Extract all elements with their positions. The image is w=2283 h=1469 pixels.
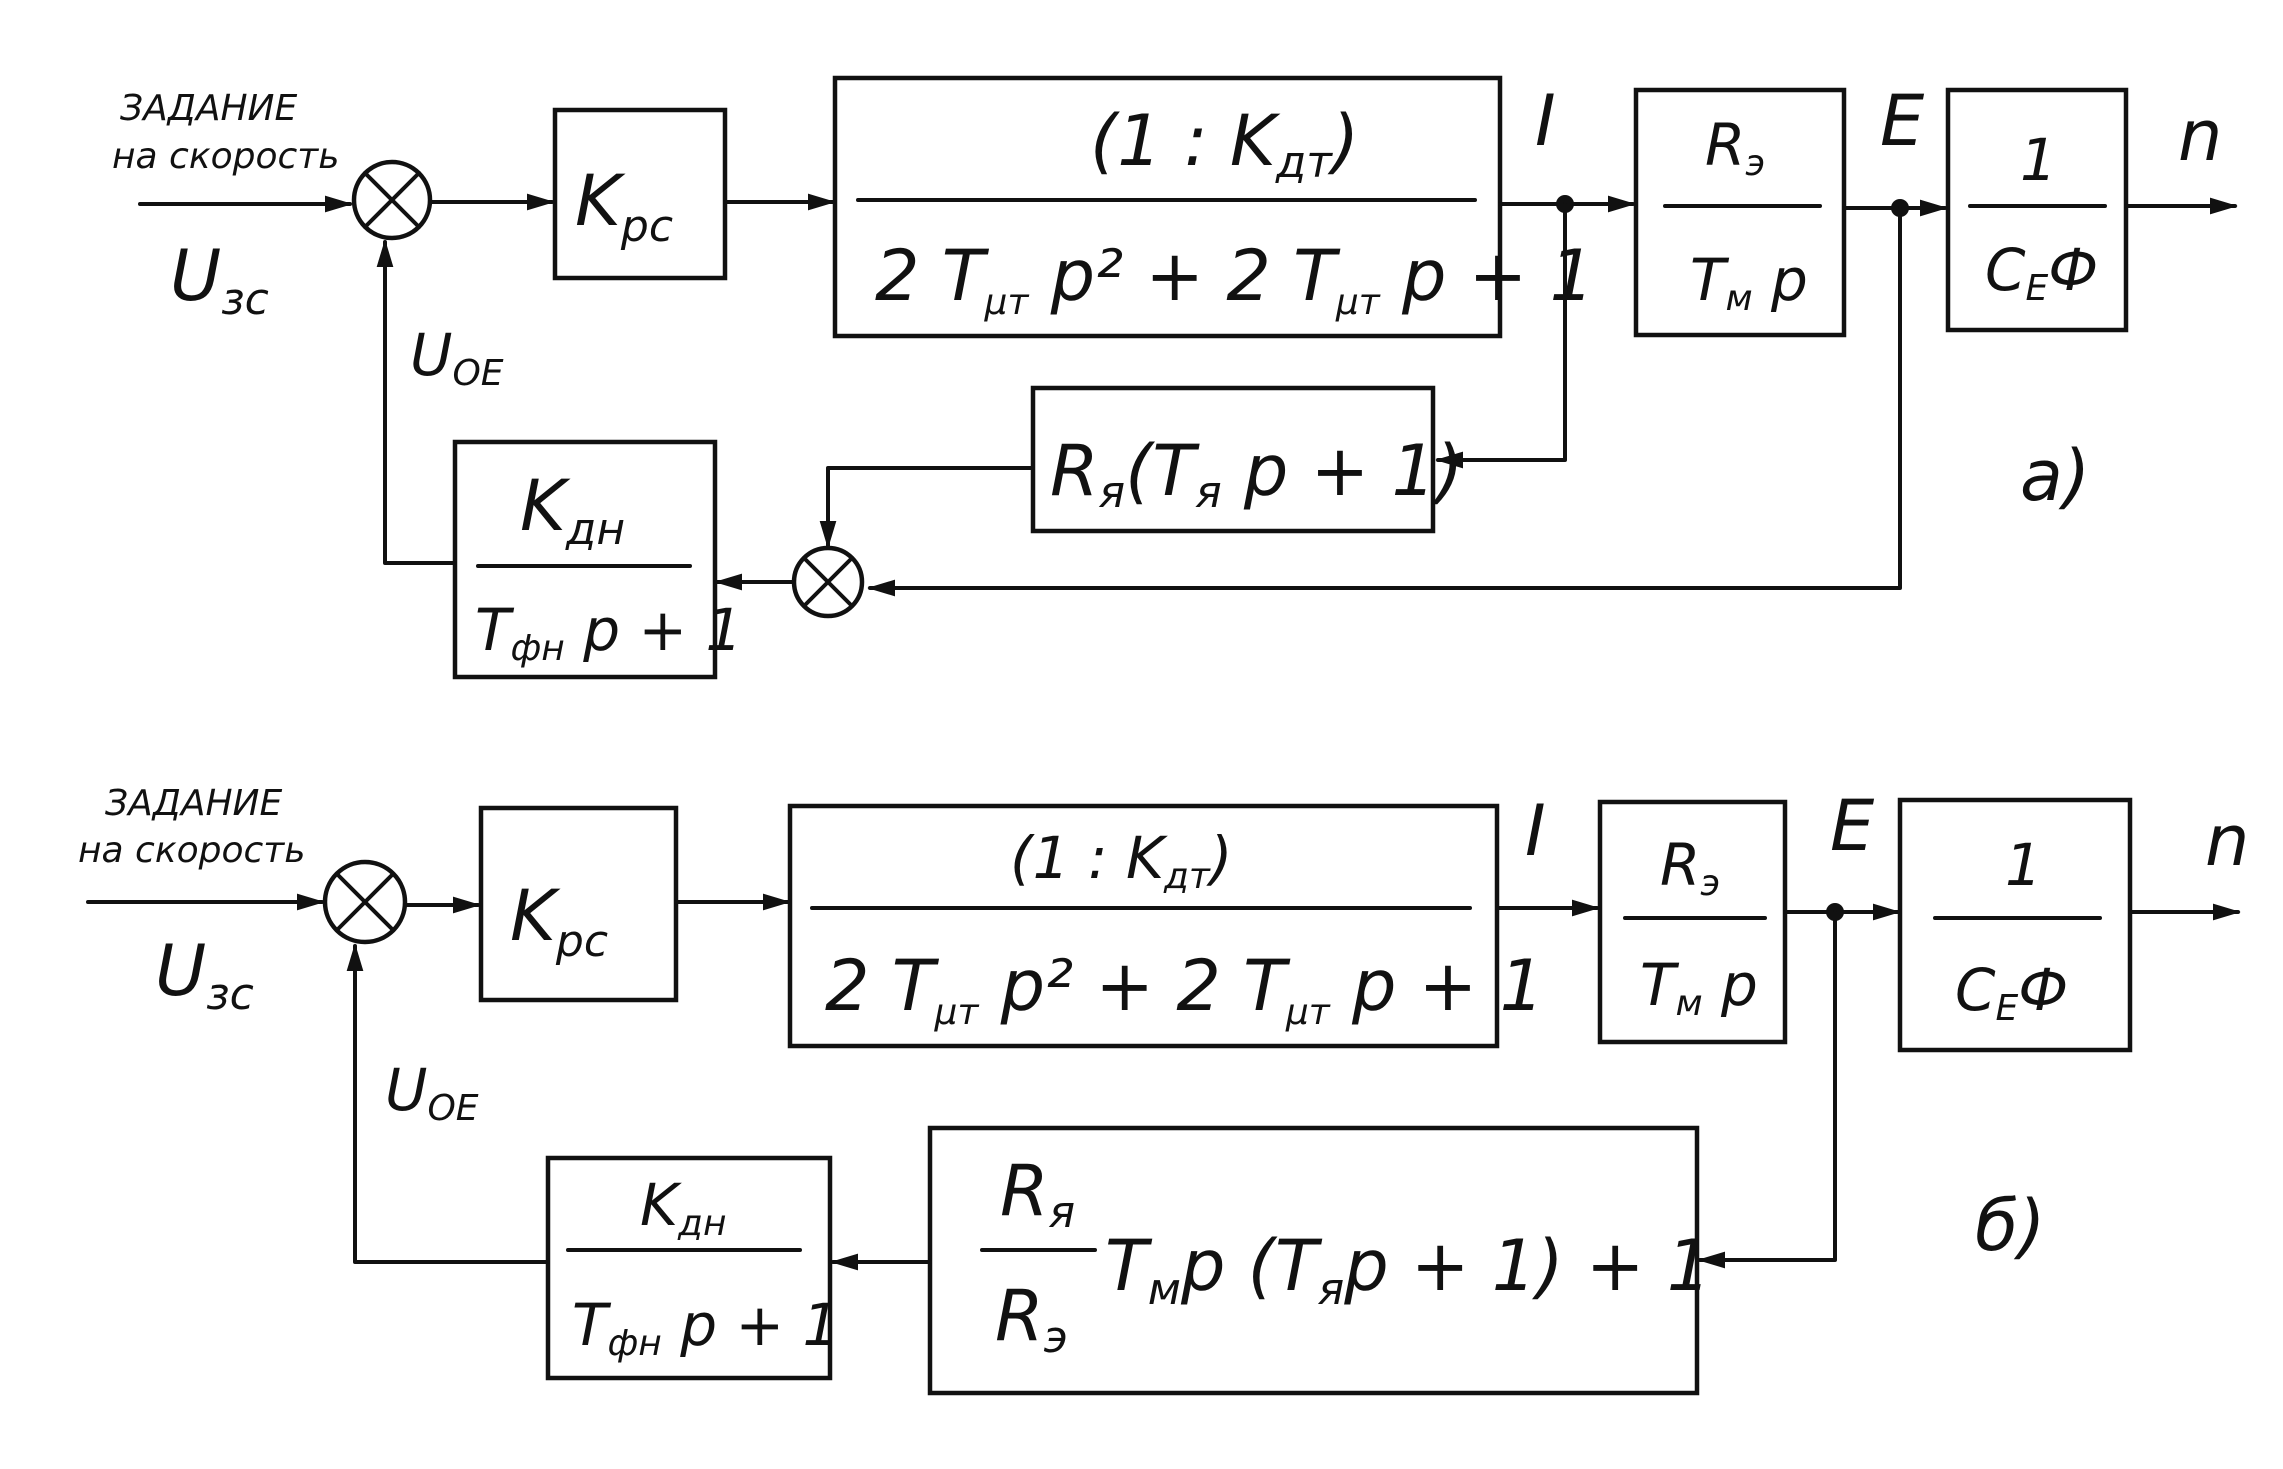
summing-junction-a-2 [791, 545, 865, 619]
svg-text:2 Tμт p² + 2 Tμт p + 1: 2 Tμт p² + 2 Tμт p + 1 [825, 945, 1544, 1033]
diagram-b: ЗАДАНИЕ на скорость Uзс UOE Kpc (1 : Kдт… [78, 783, 2249, 1396]
ra-block-a: Rя(Tя p + 1) [1030, 385, 1463, 534]
svg-text:2 Tμт p² + 2 Tμт p + 1: 2 Tμт p² + 2 Tμт p + 1 [875, 235, 1594, 323]
svg-text:Kpc: Kpc [510, 875, 608, 967]
svg-text:Kpc: Kpc [575, 160, 673, 252]
svg-text:Tм p: Tм p [1640, 951, 1758, 1024]
svg-text:Rэ: Rэ [1705, 111, 1765, 184]
feedback-kdn-line-a [376, 239, 457, 565]
svg-text:Tфн p + 1: Tфн p + 1 [475, 596, 742, 669]
svg-text:Rэ: Rэ [1660, 831, 1720, 904]
re-block-b: Rэ Tм p [1597, 799, 1788, 1045]
svg-text:Tфн p + 1: Tфн p + 1 [572, 1291, 839, 1364]
feedback-signal-a: UOE [410, 321, 504, 394]
svg-text:Rя: Rя [1000, 1150, 1075, 1238]
svg-text:Kдн: Kдн [640, 1171, 726, 1244]
diagram-a: ЗАДАНИЕ на скорость Uзс UOE Kpc (1 : Kдт… [112, 75, 2238, 680]
output-label-a: n [2178, 95, 2222, 177]
input-label-a-1: ЗАДАНИЕ [120, 88, 297, 129]
big-block-b: Rя Rэ Tмp (Tяp + 1) + 1 [927, 1125, 1711, 1396]
feedback-kdn-line-b [346, 943, 550, 1264]
kpc-block-b: Kpc [478, 805, 679, 1003]
input-label-a-2: на скорость [112, 136, 339, 177]
summing-junction-b [322, 859, 408, 945]
svg-text:CEФ: CEФ [1985, 236, 2098, 309]
tag-a: а) [2020, 435, 2090, 517]
input-label-b-1: ЗАДАНИЕ [105, 783, 282, 824]
input-signal-a: Uзс [170, 235, 269, 325]
svg-text:1: 1 [2005, 831, 2042, 899]
cf-block-a: 1 CEФ [1945, 87, 2129, 333]
svg-text:Kдн: Kдн [520, 465, 625, 555]
ra-to-sum-line-a [819, 466, 1035, 549]
svg-text:Rя(Tя p + 1): Rя(Tя p + 1) [1050, 430, 1463, 518]
svg-text:Tмp (Tяp + 1) + 1: Tмp (Tяp + 1) + 1 [1105, 1225, 1711, 1315]
cf-block-b: 1 CEФ [1897, 797, 2133, 1053]
input-signal-b: Uзс [155, 930, 254, 1020]
label-i-b: I [1525, 790, 1546, 872]
feedback-e-line-a [867, 206, 1902, 597]
output-label-b: n [2205, 800, 2249, 882]
current-loop-block-a: (1 : Kдт) 2 Tμт p² + 2 Tμт p + 1 [832, 75, 1594, 339]
feedback-e-line-b [1697, 910, 1837, 1269]
current-loop-block-b: (1 : Kдт) 2 Tμт p² + 2 Tμт p + 1 [787, 803, 1544, 1049]
summing-junction-a [351, 159, 433, 241]
svg-text:Tм p: Tм p [1690, 246, 1808, 319]
label-e-a: E [1880, 80, 1925, 162]
input-label-b-2: на скорость [78, 830, 305, 871]
svg-text:Rэ: Rэ [995, 1275, 1068, 1363]
svg-text:1: 1 [2020, 126, 2057, 194]
label-i-a: I [1535, 80, 1556, 162]
kdn-block-a: Kдн Tфн p + 1 [452, 439, 742, 680]
kpc-block-a: Kpc [552, 107, 728, 281]
feedback-i-line-a [1435, 202, 1567, 469]
re-block-a: Rэ Tм p [1633, 87, 1847, 338]
tag-b: б) [1975, 1185, 2045, 1267]
kdn-block-b: Kдн Tфн p + 1 [545, 1155, 839, 1381]
svg-text:(1 : Kдт): (1 : Kдт) [1090, 100, 1359, 188]
svg-text:CEФ: CEФ [1955, 956, 2068, 1029]
feedback-signal-b: UOE [385, 1056, 479, 1129]
svg-text:(1 : Kдт): (1 : Kдт) [1010, 824, 1233, 897]
label-e-b: E [1830, 785, 1875, 867]
